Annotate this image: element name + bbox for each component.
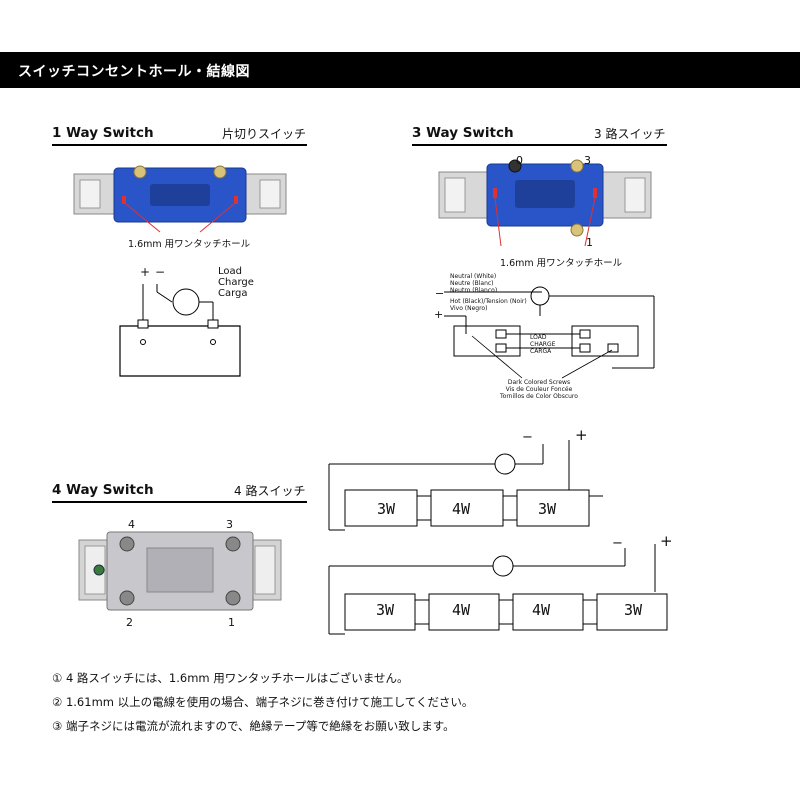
- page-title: スイッチコンセントホール・結線図: [18, 64, 250, 80]
- row2-switch-1: 3W: [376, 601, 395, 619]
- four-way-title: 4 Way Switch: [52, 482, 154, 498]
- three-way-load-label: LOAD CHARGE CARGA: [530, 334, 556, 355]
- row1-minus: −: [522, 430, 533, 445]
- row1-switch-1: 3W: [377, 500, 396, 518]
- four-way-terminal-3: 3: [226, 518, 233, 531]
- note-2: ② 1.61mm 以上の電線を使用の場合、端子ネジに巻き付けて施工してください。: [52, 695, 474, 709]
- one-way-rule: [52, 144, 307, 146]
- three-way-screws-label: Dark Colored Screws Vis de Couleur Foncé…: [500, 379, 578, 400]
- three-way-plus: +: [434, 308, 444, 321]
- four-way-rule: [52, 501, 307, 503]
- one-way-diagram: [119, 284, 241, 377]
- row2-plus: +: [660, 532, 673, 550]
- row2-switch-2: 4W: [452, 601, 471, 619]
- three-way-title: 3 Way Switch: [412, 125, 514, 141]
- one-way-title-jp: 片切りスイッチ: [222, 127, 307, 141]
- row2-switch-4: 3W: [624, 601, 643, 619]
- page-header: スイッチコンセントホール・結線図: [0, 52, 800, 88]
- row1-switch-2: 4W: [452, 500, 471, 518]
- one-way-title: 1 Way Switch: [52, 125, 154, 141]
- three-way-hot-label: Hot (Black)/Tension (Noir) Vivo (Negro): [450, 298, 527, 312]
- row1-switch-3: 3W: [538, 500, 557, 518]
- note-3: ③ 端子ネジには電流が流れますので、絶縁テープ等で絶縁をお願い致します。: [52, 719, 455, 733]
- four-way-terminal-2: 2: [126, 616, 133, 629]
- four-way-switch-photo: [78, 531, 282, 611]
- three-way-diagram: [444, 286, 655, 379]
- note-1: ① 4 路スイッチには、1.6mm 用ワンタッチホールはございません。: [52, 671, 409, 685]
- one-way-load-label: Load Charge Carga: [218, 266, 254, 299]
- three-way-neutral-label: Neutral (White) Neutre (Blanc) Neutro (B…: [450, 273, 498, 294]
- four-way-terminal-1: 1: [228, 616, 235, 629]
- three-way-switch-photo: [438, 159, 652, 247]
- three-way-hole-label: 1.6mm 用ワンタッチホール: [500, 258, 623, 269]
- wiring-row-1: [328, 440, 603, 531]
- three-way-title-jp: 3 路スイッチ: [594, 127, 666, 141]
- three-way-minus: −: [435, 287, 445, 300]
- one-way-plus: +: [140, 265, 151, 279]
- row2-minus: −: [612, 536, 623, 551]
- row2-switch-3: 4W: [532, 601, 551, 619]
- four-way-title-jp: 4 路スイッチ: [234, 484, 306, 498]
- three-way-terminal-3: 3: [584, 154, 591, 167]
- three-way-rule: [412, 144, 667, 146]
- row1-plus: +: [575, 426, 588, 444]
- four-way-terminal-4: 4: [128, 518, 135, 531]
- three-way-terminal-0: 0: [516, 154, 523, 167]
- one-way-hole-label: 1.6mm 用ワンタッチホール: [128, 239, 251, 250]
- one-way-minus: −: [155, 265, 166, 279]
- one-way-switch-photo: [73, 165, 287, 233]
- wiring-row-2: [328, 544, 668, 635]
- three-way-terminal-1: 1: [586, 236, 593, 249]
